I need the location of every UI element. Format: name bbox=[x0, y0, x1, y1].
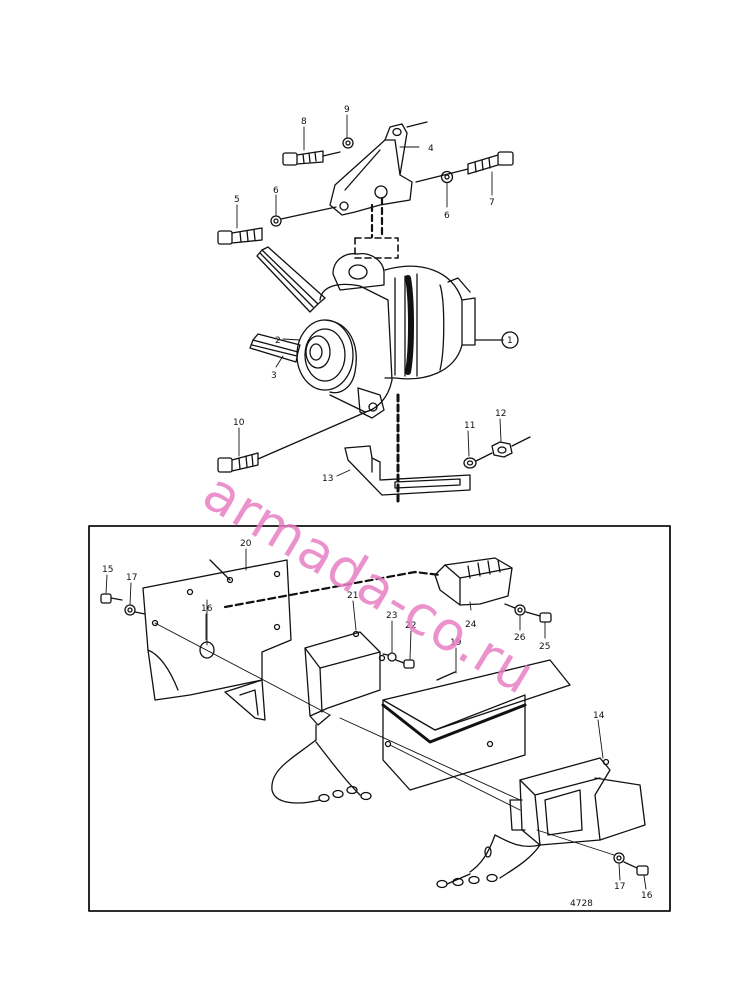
washer-6-left bbox=[270, 206, 337, 227]
nut-12 bbox=[475, 436, 531, 462]
callout-5: 5 bbox=[234, 195, 240, 205]
callout-20: 20 bbox=[240, 539, 252, 549]
callout-17-right: 17 bbox=[614, 882, 625, 892]
callout-6-left: 6 bbox=[273, 186, 279, 196]
callout-4: 4 bbox=[428, 144, 434, 154]
callout-24: 24 bbox=[465, 620, 477, 630]
callout-15: 15 bbox=[102, 565, 113, 575]
bolt-7 bbox=[415, 151, 514, 183]
washer-9 bbox=[342, 137, 354, 149]
bracket-plate-20 bbox=[142, 559, 292, 721]
screw-25 bbox=[525, 611, 552, 623]
v-belt bbox=[249, 246, 326, 363]
washer-6-right bbox=[440, 170, 454, 184]
washer-26 bbox=[504, 603, 526, 616]
bolt-16-right bbox=[623, 861, 649, 876]
adjusting-link bbox=[344, 445, 471, 496]
callout-8: 8 bbox=[301, 117, 307, 127]
callout-13: 13 bbox=[322, 474, 333, 484]
washer-17-right bbox=[613, 852, 625, 864]
bolt-5 bbox=[217, 227, 263, 245]
washer-23 bbox=[382, 652, 397, 662]
regulator-21 bbox=[271, 630, 386, 804]
washer-11 bbox=[463, 457, 477, 469]
callout-21: 21 bbox=[347, 591, 358, 601]
callout-labels: 1 2 3 4 5 6 6 7 8 9 10 11 12 13 14 15 16… bbox=[102, 105, 653, 909]
figure-number: 4728 bbox=[570, 899, 593, 909]
callout-16-right: 16 bbox=[641, 891, 653, 901]
callout-2: 2 bbox=[275, 336, 281, 346]
bolt-15 bbox=[100, 593, 123, 604]
callout-26: 26 bbox=[514, 633, 526, 643]
callout-1: 1 bbox=[507, 336, 513, 346]
callout-23: 23 bbox=[386, 611, 397, 621]
callout-14: 14 bbox=[593, 711, 605, 721]
callout-7: 7 bbox=[489, 198, 495, 208]
callout-17-left: 17 bbox=[126, 573, 137, 583]
cover-19 bbox=[381, 659, 571, 791]
mounting-bracket bbox=[329, 121, 428, 216]
callout-9: 9 bbox=[344, 105, 350, 115]
regulator-24 bbox=[434, 557, 513, 606]
callout-3: 3 bbox=[271, 371, 277, 381]
detail-frame bbox=[88, 525, 671, 912]
regulator-14 bbox=[436, 757, 646, 889]
callout-6-right: 6 bbox=[444, 211, 450, 221]
callout-10: 10 bbox=[233, 418, 245, 428]
callout-11: 11 bbox=[464, 421, 475, 431]
callout-25: 25 bbox=[539, 642, 550, 652]
washer-17-left bbox=[124, 604, 146, 616]
callout-22: 22 bbox=[405, 621, 416, 631]
callout-16-left: 16 bbox=[201, 604, 213, 614]
screw-22 bbox=[395, 659, 415, 669]
alternator bbox=[296, 253, 519, 419]
callout-19: 19 bbox=[450, 638, 462, 648]
callout-12: 12 bbox=[495, 409, 506, 419]
bolt-10 bbox=[217, 411, 367, 473]
bolt-8 bbox=[282, 150, 341, 166]
